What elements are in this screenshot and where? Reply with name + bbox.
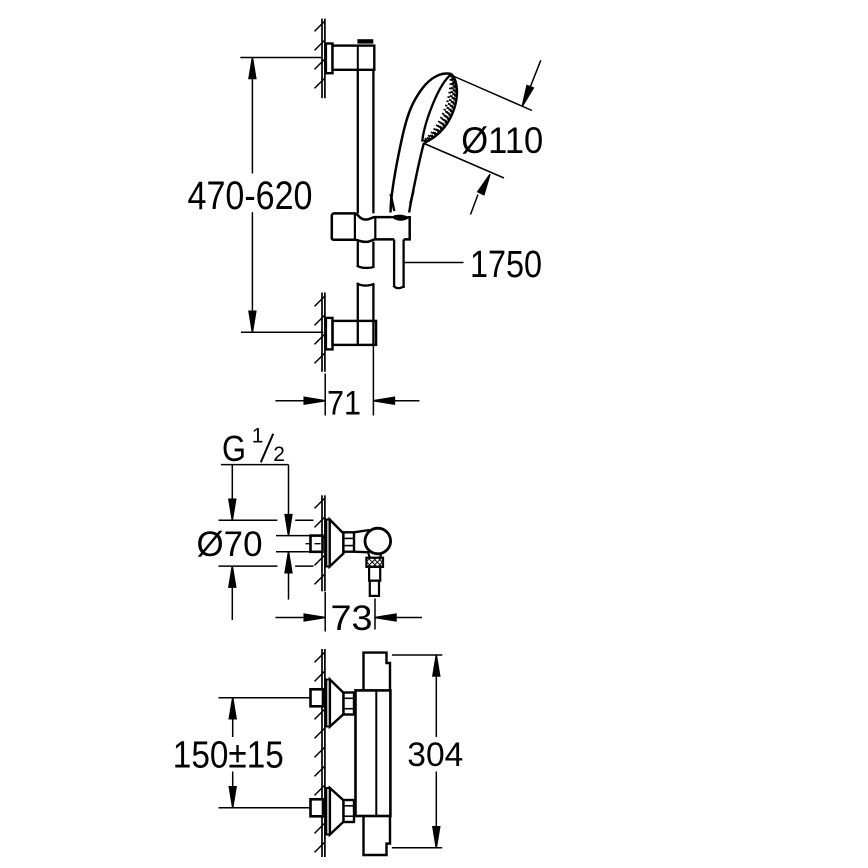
svg-text:470-620: 470-620 <box>188 174 313 218</box>
svg-text:G: G <box>222 428 246 469</box>
svg-text:1: 1 <box>252 425 264 448</box>
svg-text:150±15: 150±15 <box>173 735 284 777</box>
svg-text:Ø110: Ø110 <box>461 120 543 161</box>
svg-text:71: 71 <box>327 385 361 423</box>
svg-text:2: 2 <box>273 443 285 466</box>
svg-text:73: 73 <box>331 599 373 638</box>
svg-text:1750: 1750 <box>470 244 542 286</box>
svg-text:Ø70: Ø70 <box>197 525 263 564</box>
svg-text:304: 304 <box>407 736 463 774</box>
